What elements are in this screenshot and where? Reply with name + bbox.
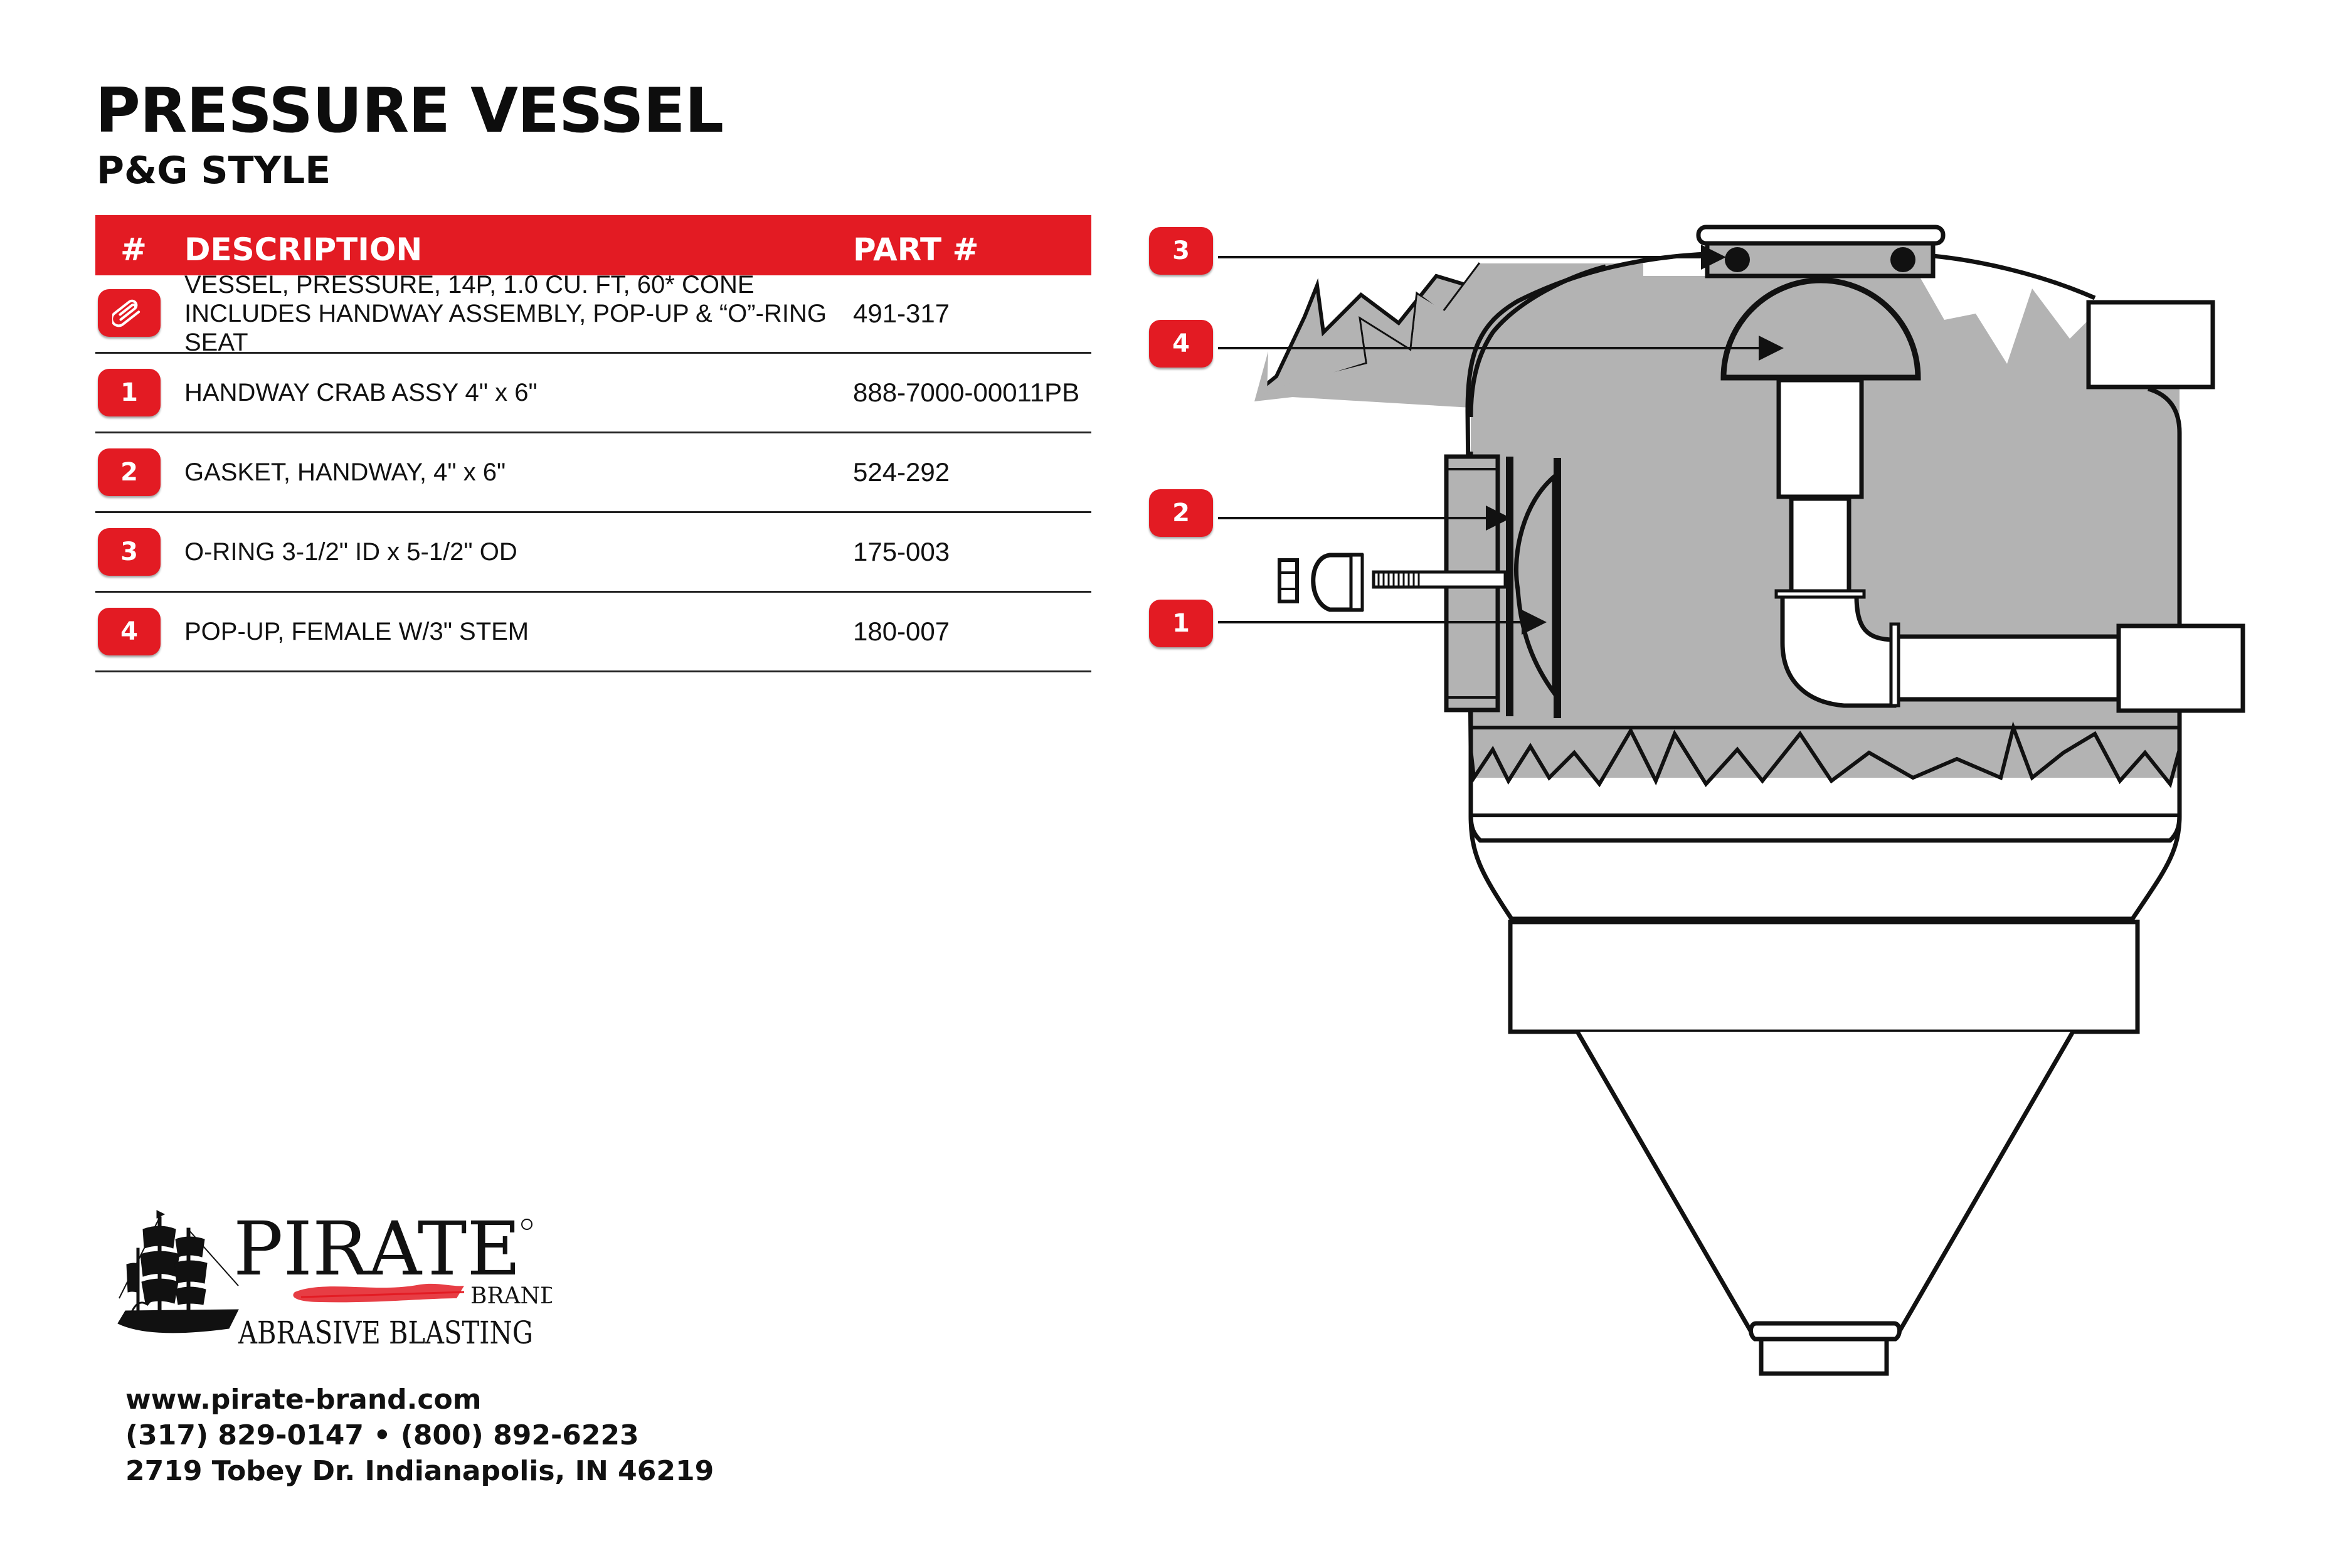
o-ring-left <box>1725 247 1750 272</box>
contact-address: 2719 Tobey Dr. Indianapolis, IN 46219 <box>125 1455 714 1487</box>
vessel-left-curve <box>1468 264 1606 418</box>
column-header-part: PART # <box>853 231 979 268</box>
contact-phones: (317) 829-0147 • (800) 892-6223 <box>125 1419 639 1451</box>
vessel-cutaway-fill <box>1258 262 1482 398</box>
handway-nut <box>1278 558 1299 603</box>
pop-up-stem-upper <box>1776 378 1864 499</box>
handway-bolt <box>1372 570 1507 589</box>
handway-frame <box>1444 454 1500 712</box>
callout-3: 3 <box>1149 227 1213 275</box>
pirate-brand-logo: PIRATE BRAND ABRASIVE BLASTING <box>117 1205 552 1351</box>
vessel-gray-body <box>1254 263 2180 753</box>
row-badge: 3 <box>98 528 161 576</box>
vessel-upper-shell <box>1465 252 2182 815</box>
fill-port-lid <box>1696 225 1946 246</box>
callout-4: 4 <box>1149 320 1213 368</box>
row-badge <box>98 289 161 337</box>
row-description: O-RING 3-1/2" ID x 5-1/2" OD <box>184 538 517 566</box>
vessel-outlet-pipe <box>1759 1337 1889 1376</box>
row-description: HANDWAY CRAB ASSY 4" x 6" <box>184 379 538 406</box>
table-row: 1 HANDWAY CRAB ASSY 4" x 6" 888-7000-000… <box>95 354 1091 433</box>
bolt-threads <box>1377 572 1420 587</box>
column-header-number: # <box>120 231 147 268</box>
fill-port-neck <box>1705 241 1936 278</box>
table-row: 2 GASKET, HANDWAY, 4" x 6" 524-292 <box>95 433 1091 513</box>
column-header-description: DESCRIPTION <box>184 231 423 268</box>
vessel-cone-shoulder <box>1468 815 2182 921</box>
row-badge: 4 <box>98 608 161 655</box>
parts-table: # DESCRIPTION PART # VESSEL, PRESSURE, 1… <box>95 215 1091 672</box>
pop-up-head <box>1720 277 1921 381</box>
contact-website: www.pirate-brand.com <box>125 1384 482 1416</box>
exhaust-coupling <box>2086 300 2215 389</box>
row-badge: 2 <box>98 448 161 496</box>
handway-cover <box>1514 472 1557 700</box>
table-row: VESSEL, PRESSURE, 14P, 1.0 CU. FT, 60* C… <box>95 271 1091 356</box>
elbow-collar <box>1774 589 1866 599</box>
handway-knob <box>1311 553 1364 612</box>
row-badge: 1 <box>98 369 161 416</box>
inlet-pipe <box>1890 634 2121 702</box>
vessel-outlet-flange <box>1749 1321 1902 1342</box>
logo-tagline: ABRASIVE BLASTING <box>238 1315 533 1351</box>
vessel-cutaway-bottom-edge <box>1469 721 2181 788</box>
logo-wordmark: PIRATE <box>233 1205 521 1292</box>
row-part-number: 888-7000-00011PB <box>853 378 1080 407</box>
table-row: 4 POP-UP, FEMALE W/3" STEM 180-007 <box>95 593 1091 672</box>
callout-1: 1 <box>1149 600 1213 647</box>
row-description: VESSEL, PRESSURE, 14P, 1.0 CU. FT, 60* C… <box>184 271 827 356</box>
logo-brand: BRAND <box>470 1283 552 1309</box>
row-part-number: 491-317 <box>853 299 950 328</box>
table-row: 3 O-RING 3-1/2" ID x 5-1/2" OD 175-003 <box>95 513 1091 593</box>
row-part-number: 180-007 <box>853 617 950 646</box>
pipe-collar <box>1889 622 1900 707</box>
callout-2: 2 <box>1149 489 1213 537</box>
o-ring-right <box>1890 247 1915 272</box>
paperclip-icon <box>112 299 140 327</box>
pirate-ship-icon <box>117 1210 239 1333</box>
row-part-number: 175-003 <box>853 537 950 566</box>
pop-up-stem-lower <box>1789 496 1851 594</box>
row-description: GASKET, HANDWAY, 4" x 6" <box>184 458 506 486</box>
vessel-base-ring <box>1508 919 2140 1034</box>
table-header: # DESCRIPTION PART # <box>95 215 1091 275</box>
row-part-number: 524-292 <box>853 457 950 487</box>
inlet-elbow <box>1780 593 1897 708</box>
vessel-cone <box>1575 1030 2075 1332</box>
vessel-cutaway-inner <box>1254 263 2180 778</box>
vessel-upper-shell-left <box>1468 452 2182 843</box>
page-subtitle: P&G STYLE <box>97 149 331 193</box>
inlet-coupling <box>2116 623 2245 713</box>
page-title: PRESSURE VESSEL <box>95 75 724 147</box>
row-description: POP-UP, FEMALE W/3" STEM <box>184 618 529 645</box>
